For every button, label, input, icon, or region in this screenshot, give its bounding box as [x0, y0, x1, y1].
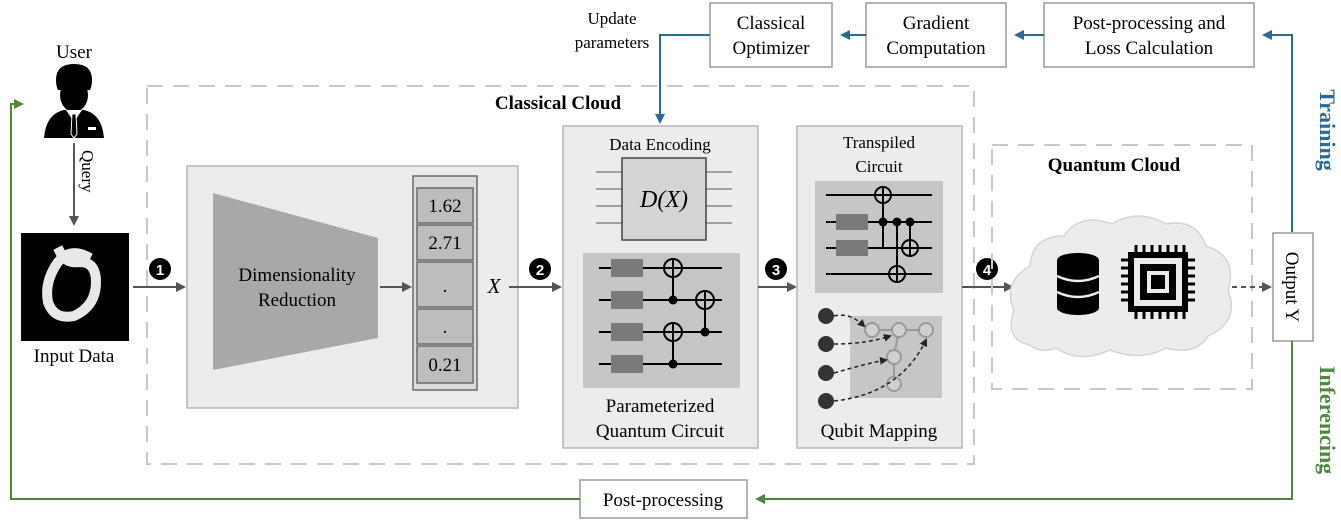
step-4-label: 4	[983, 262, 992, 279]
classical-optimizer-line2: Optimizer	[732, 38, 810, 59]
input-data-label: Input Data	[34, 346, 115, 367]
feature-vector: 1.62 2.71 . . 0.21	[412, 175, 478, 391]
dim-reduction-line2: Reduction	[258, 290, 337, 311]
step-3-label: 3	[772, 262, 780, 279]
gradient-computation-line2: Computation	[886, 38, 986, 59]
quantum-cloud-title: Quantum Cloud	[1048, 155, 1181, 176]
top-training-flow: Update parameters Classical Optimizer Gr…	[575, 2, 1293, 232]
vector-value-0: 1.62	[428, 196, 461, 217]
reduction-trapezoid	[213, 193, 378, 370]
step-1-marker	[149, 258, 171, 280]
post-processing-loss-line1: Post-processing and	[1073, 13, 1226, 34]
training-return-arrow	[1262, 30, 1293, 232]
vector-symbol: X	[487, 274, 502, 298]
encoding-gate-label: D(X)	[639, 187, 688, 213]
post-processing-box	[579, 479, 748, 519]
classical-optimizer-box	[709, 2, 833, 68]
step-1-label: 1	[156, 262, 164, 279]
vector-value-4: 0.21	[428, 355, 461, 376]
post-processing-loss-line2: Loss Calculation	[1085, 38, 1214, 59]
step-3-marker	[765, 258, 787, 280]
update-parameters-line1: Update	[587, 9, 636, 28]
vector-value-3: .	[443, 317, 448, 338]
qubit-mapping-graph	[818, 308, 942, 409]
dim-reduction-line1: Dimensionality	[238, 265, 356, 286]
output-box	[1272, 232, 1314, 342]
pqc-label-line1: Parameterized	[606, 396, 715, 417]
step-2-marker	[529, 258, 551, 280]
classical-optimizer-line1: Classical	[737, 13, 806, 34]
transpiled-circuit	[815, 181, 943, 293]
step-2-label: 2	[536, 262, 544, 279]
inferencing-return-arrow	[755, 341, 1293, 504]
optimizer-to-encoding-arrow	[655, 34, 710, 124]
pqc-label-line2: Quantum Circuit	[596, 421, 725, 442]
vector-value-1: 2.71	[428, 233, 461, 254]
inferencing-label: Inferencing	[1315, 366, 1340, 474]
transpiled-title-line1: Transpiled	[843, 133, 916, 152]
output-label: Output Y	[1281, 252, 1302, 323]
data-encoding-title: Data Encoding	[609, 135, 711, 154]
classical-cloud-boundary	[146, 85, 975, 465]
classical-cloud-title: Classical Cloud	[495, 93, 622, 114]
gradient-computation-box	[865, 2, 1007, 68]
vector-value-2: .	[443, 276, 448, 297]
gradient-computation-line1: Gradient	[903, 13, 970, 34]
quantum-processor-icon	[1121, 245, 1195, 319]
encoding-gate: D(X)	[596, 157, 732, 241]
pqc-circuit	[583, 253, 740, 388]
training-label: Training	[1315, 89, 1340, 171]
user-label: User	[56, 42, 93, 63]
qubit-mapping-label: Qubit Mapping	[821, 421, 938, 442]
update-parameters-line2: parameters	[575, 33, 650, 52]
quantum-cloud-boundary	[991, 144, 1253, 390]
transpiled-title-line2: Circuit	[855, 157, 902, 176]
user-icon: User	[44, 42, 104, 139]
post-processing-label: Post-processing	[603, 490, 724, 511]
inferencing-to-user-arrow	[10, 99, 580, 500]
quantum-cloud-shape	[1009, 215, 1232, 358]
query-label: Query	[78, 150, 97, 193]
database-icon	[1056, 253, 1100, 315]
input-digit-image	[21, 233, 129, 341]
